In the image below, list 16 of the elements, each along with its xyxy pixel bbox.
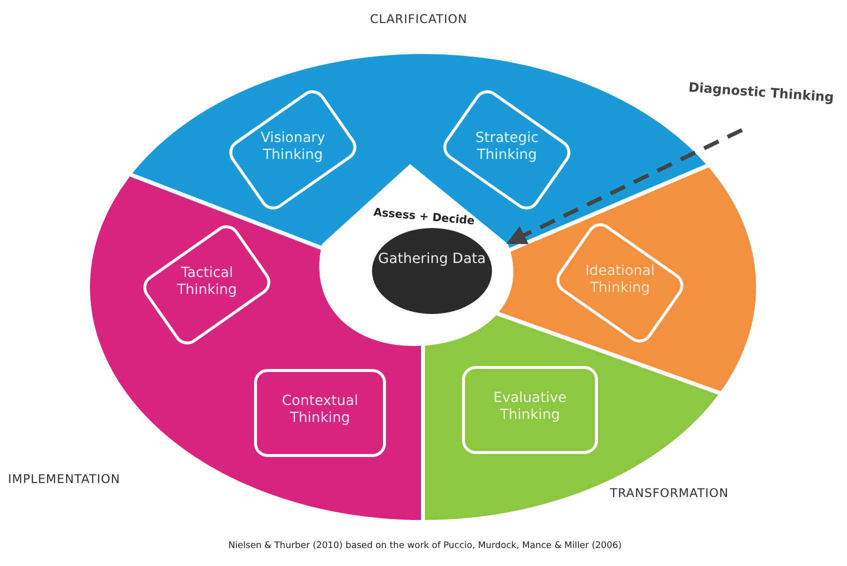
- node-label: Ideational Thinking: [584, 262, 656, 297]
- segment-label: CLARIFICATION: [370, 12, 468, 26]
- segment-label: TRANSFORMATION: [610, 486, 729, 500]
- node-label: Diagnostic Thinking: [687, 80, 847, 116]
- node-label: Contextual Thinking: [280, 393, 360, 427]
- rounded-box: [254, 369, 386, 457]
- dashed-arrow: [506, 128, 743, 245]
- segment-label: IMPLEMENTATION: [8, 472, 120, 486]
- caption: Nielsen & Thurber (2010) based on the work of Puccio, Murdock, Mance & Miller (2006): [227, 541, 623, 551]
- rounded-box: [462, 366, 598, 454]
- node-label: Tactical Thinking: [176, 264, 238, 299]
- node-label: Strategic Thinking: [474, 130, 540, 164]
- node-label: Evaluative Thinking: [492, 390, 568, 424]
- node-label: Visionary Thinking: [260, 130, 326, 164]
- node-label: Assess + Decide: [372, 204, 476, 230]
- data-ellipse: Gathering Data: [372, 228, 492, 314]
